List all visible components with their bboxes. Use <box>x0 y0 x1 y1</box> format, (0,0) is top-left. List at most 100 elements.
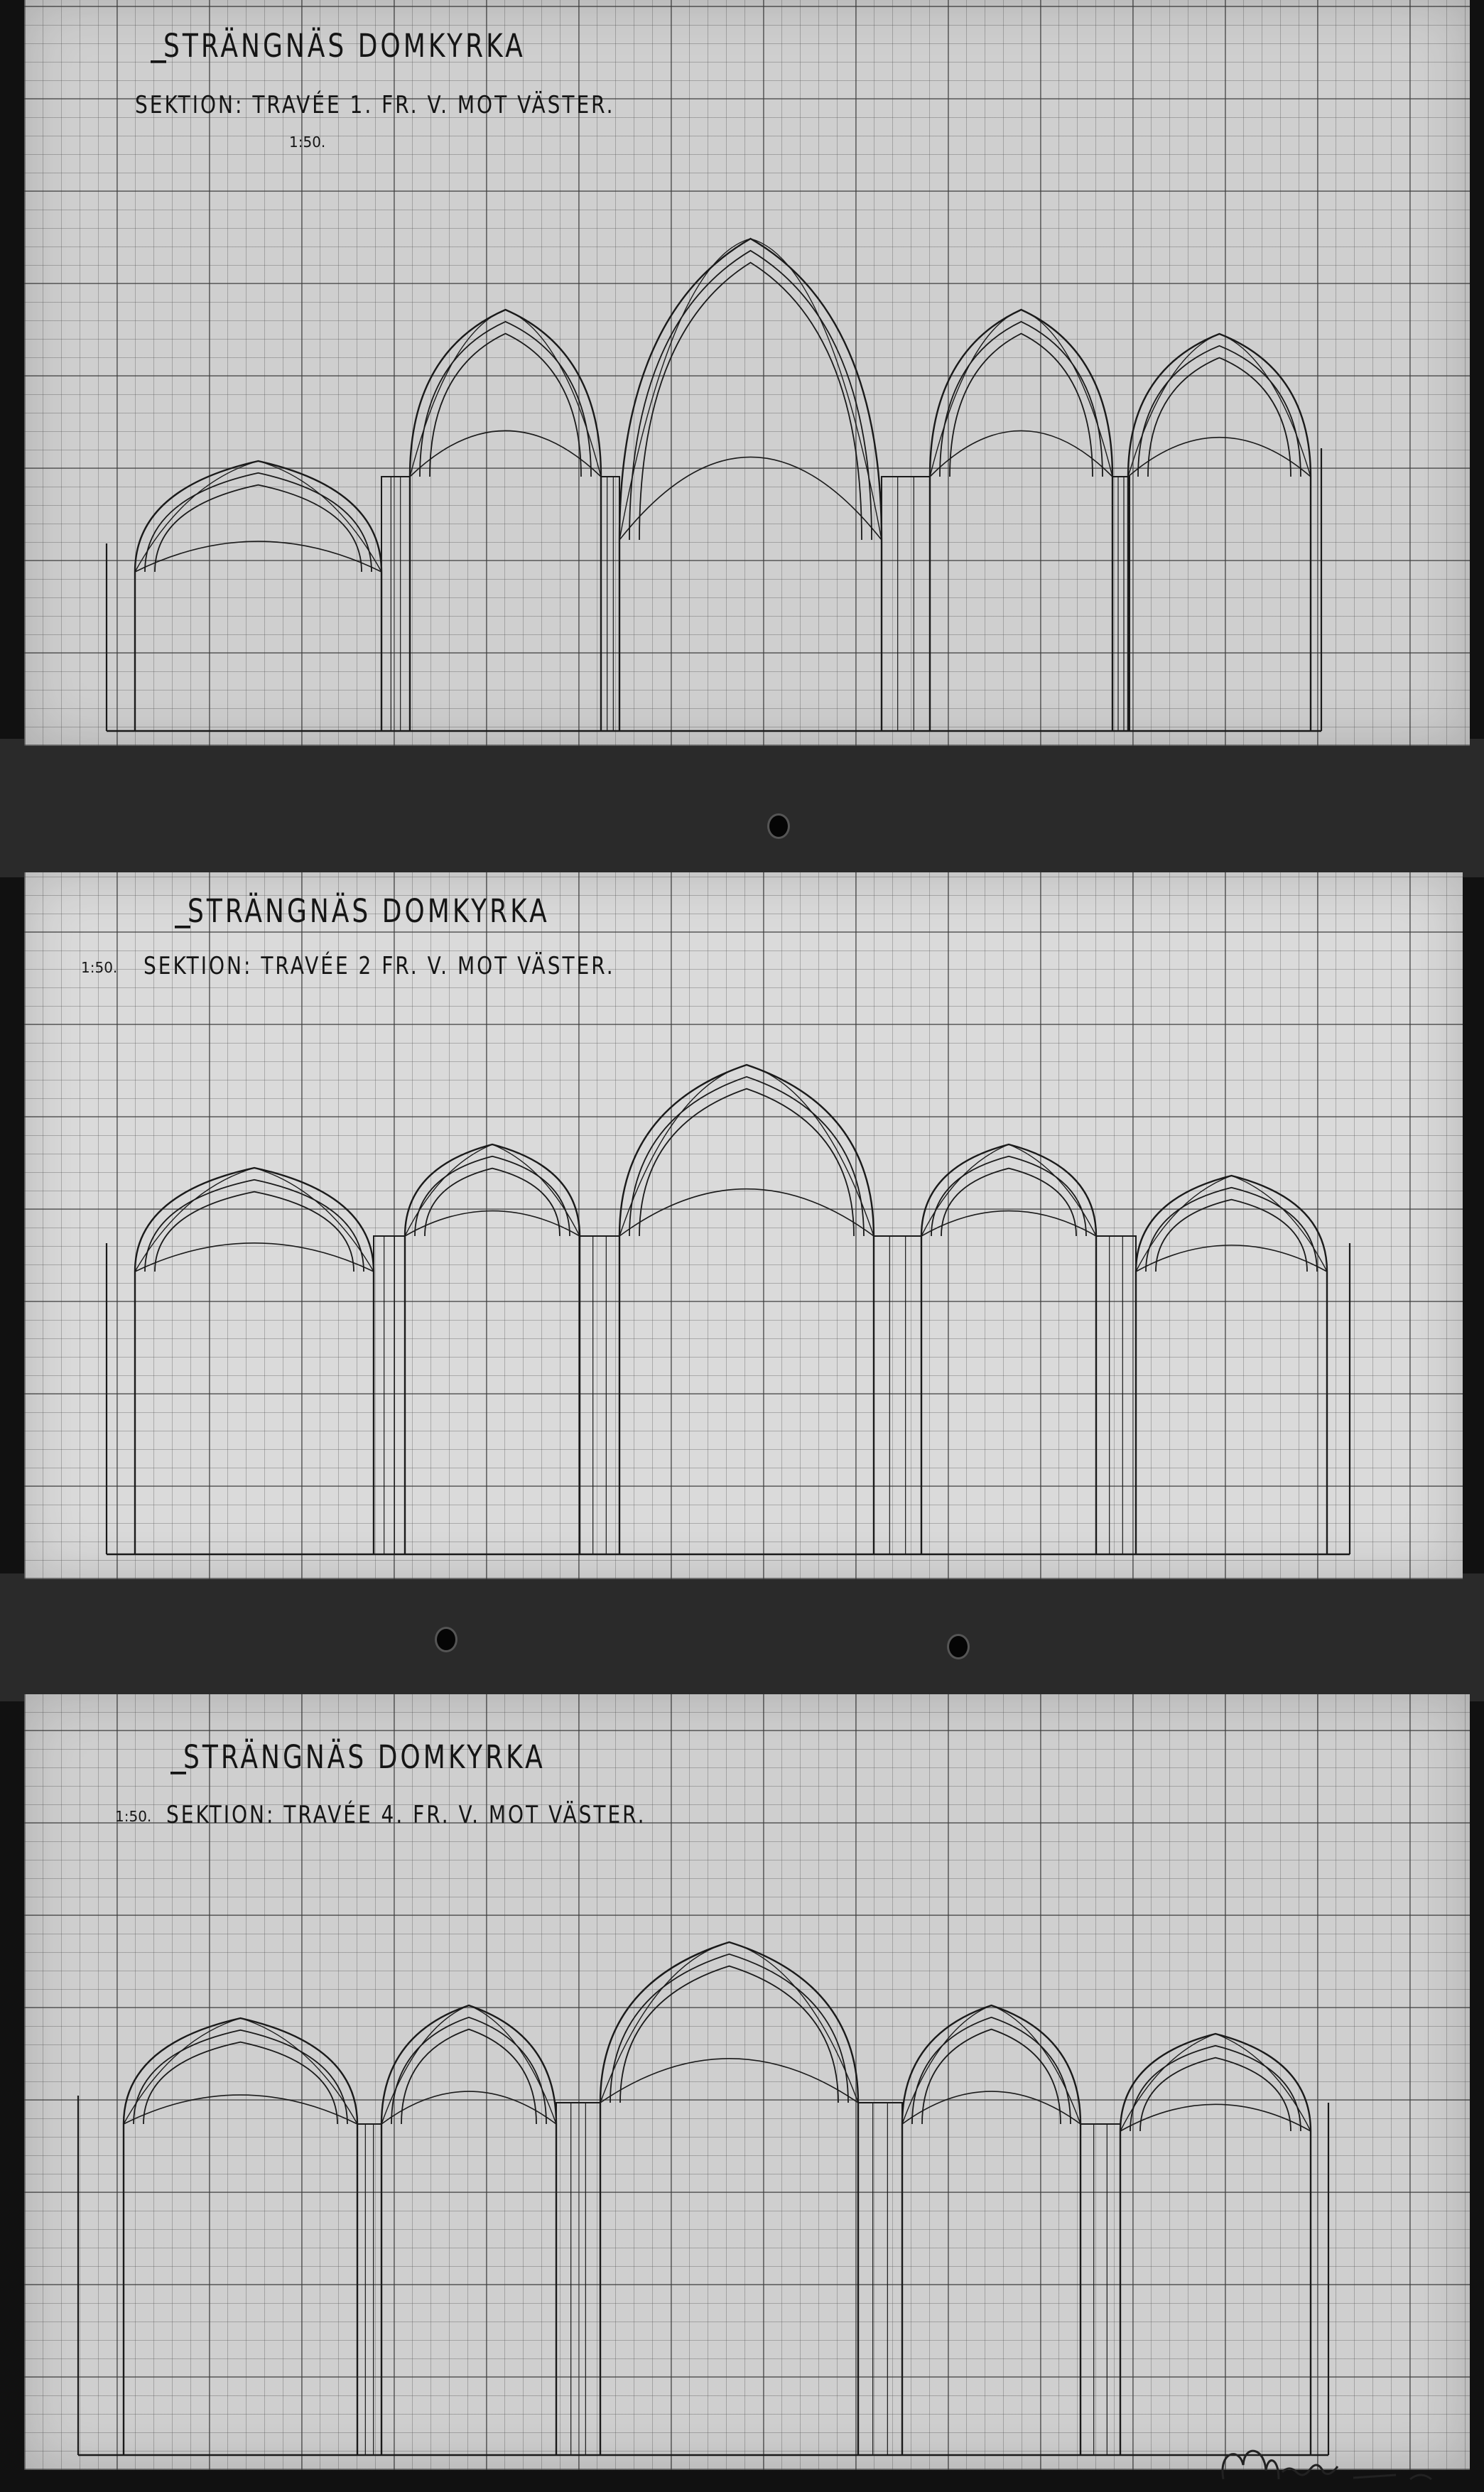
side-chapel-arch <box>134 1166 375 1554</box>
side-chapel-arch <box>1134 1174 1328 1554</box>
section-caption: SEKTION: TRAVÉE 4. FR. V. MOT VÄSTER. <box>166 1801 646 1829</box>
aisle-arch <box>920 1143 1098 1554</box>
side-chapel-arch-rib <box>134 460 259 573</box>
aisle-arch-rib <box>404 1210 580 1237</box>
nave-arch-rib <box>619 238 751 541</box>
drawing-sheet-travee-1: STRÄNGNÄS DOMKYRKA SEKTION: TRAVÉE 1. FR… <box>24 0 1470 746</box>
aisle-arch-rib <box>409 309 506 477</box>
aisle-arch <box>408 308 602 731</box>
nave-arch <box>599 1941 860 2455</box>
pier <box>873 1235 922 1555</box>
aisle-arch-rib <box>1008 1144 1097 1237</box>
mounting-pin <box>435 1627 457 1652</box>
nave-arch <box>639 261 862 541</box>
aisle-arch <box>401 2028 537 2125</box>
pier <box>357 2123 382 2456</box>
sheet-title: STRÄNGNÄS DOMKYRKA <box>175 894 550 931</box>
aisle-arch-rib <box>901 2091 1081 2125</box>
nave-arch-rib <box>619 1188 874 1237</box>
aisle-arch-rib <box>1021 309 1113 477</box>
aisle-arch-rib <box>929 430 1113 477</box>
scale-label: 1:50. <box>115 1808 152 1825</box>
aisle-arch-rib <box>409 430 602 477</box>
aisle-arch <box>424 1167 560 1237</box>
nave-arch-rib <box>600 2058 859 2103</box>
aisle-arch <box>429 332 582 477</box>
side-chapel-arch-rib <box>123 2017 241 2125</box>
aisle-arch-rib <box>492 1144 580 1237</box>
side-chapel-arch <box>122 2017 359 2455</box>
nave-arch-rib <box>746 1064 874 1237</box>
side-chapel-arch <box>1137 345 1301 477</box>
side-chapel-arch-rib <box>1120 2103 1311 2132</box>
aisle-arch <box>404 1143 581 1554</box>
side-chapel-arch <box>144 1179 364 1272</box>
nave-arch <box>619 1965 839 2103</box>
side-chapel-arch <box>144 472 372 573</box>
mounting-pin <box>947 1634 970 1659</box>
aisle-arch <box>901 2004 1082 2455</box>
side-chapel-arch-rib <box>1231 1175 1328 1272</box>
aisle-arch <box>931 1155 1087 1237</box>
pier <box>373 1235 406 1555</box>
side-chapel-arch-rib <box>1120 2033 1216 2132</box>
side-chapel-arch <box>143 2041 338 2125</box>
drawing-sheet-travee-4: STRÄNGNÄS DOMKYRKA 1:50. SEKTION: TRAVÉE… <box>24 1694 1470 2470</box>
nave-arch-rib <box>750 238 882 541</box>
side-chapel-arch-rib <box>1219 333 1311 477</box>
aisle-arch-rib <box>381 2091 557 2125</box>
sheet-title: STRÄNGNÄS DOMKYRKA <box>170 1740 546 1777</box>
mounting-pin <box>767 813 790 839</box>
pier <box>600 476 620 732</box>
sheet-title: STRÄNGNÄS DOMKYRKA <box>151 28 526 65</box>
nave-arch <box>639 1088 855 1237</box>
side-chapel-arch-rib <box>1215 2033 1311 2132</box>
pier <box>857 2102 903 2456</box>
aisle-arch-rib <box>505 309 602 477</box>
aisle-arch <box>941 1167 1077 1237</box>
aisle-arch <box>414 1155 570 1237</box>
side-chapel-arch <box>134 460 383 731</box>
pier <box>1080 2123 1121 2456</box>
side-chapel-arch-rib <box>240 2017 358 2125</box>
aisle-arch-rib <box>991 2005 1081 2125</box>
side-chapel-arch <box>133 2029 348 2125</box>
side-chapel-arch <box>1147 357 1291 477</box>
side-chapel-arch-rib <box>134 1167 255 1272</box>
side-chapel-arch <box>1127 332 1312 731</box>
section-caption: SEKTION: TRAVÉE 2 FR. V. MOT VÄSTER. <box>143 952 615 980</box>
scale-label: 1:50. <box>81 959 118 976</box>
side-chapel-arch-rib <box>258 460 382 573</box>
pier <box>381 476 411 732</box>
aisle-arch <box>949 332 1093 477</box>
side-chapel-arch <box>1130 2044 1301 2132</box>
pier <box>1095 1235 1137 1555</box>
aisle-arch-rib <box>929 309 1022 477</box>
scale-label: 1:50. <box>289 134 326 151</box>
aisle-arch <box>928 308 1114 731</box>
side-chapel-arch-rib <box>134 541 382 573</box>
pier <box>881 476 931 732</box>
section-caption: SEKTION: TRAVÉE 1. FR. V. MOT VÄSTER. <box>135 91 615 119</box>
aisle-arch-rib <box>901 2005 992 2125</box>
architect-signature <box>1221 2449 1432 2481</box>
nave-arch-rib <box>600 1941 730 2103</box>
side-chapel-arch-rib <box>1135 1175 1232 1272</box>
side-chapel-arch <box>154 1191 354 1272</box>
aisle-arch-rib <box>468 2005 557 2125</box>
side-chapel-arch <box>1155 1198 1308 1272</box>
side-chapel-arch-rib <box>1127 333 1220 477</box>
aisle-arch <box>939 320 1103 477</box>
pier <box>556 2102 601 2456</box>
aisle-arch-rib <box>404 1144 493 1237</box>
pier <box>579 1235 620 1555</box>
aisle-arch <box>911 2016 1071 2125</box>
pier <box>1112 476 1130 732</box>
side-chapel-arch-rib <box>134 1242 374 1272</box>
aisle-arch <box>419 320 592 477</box>
mount-band-middle <box>0 1573 1484 1701</box>
side-chapel-arch-rib <box>1127 436 1311 477</box>
side-chapel-arch-rib <box>254 1167 374 1272</box>
side-chapel-arch <box>1139 2057 1291 2132</box>
